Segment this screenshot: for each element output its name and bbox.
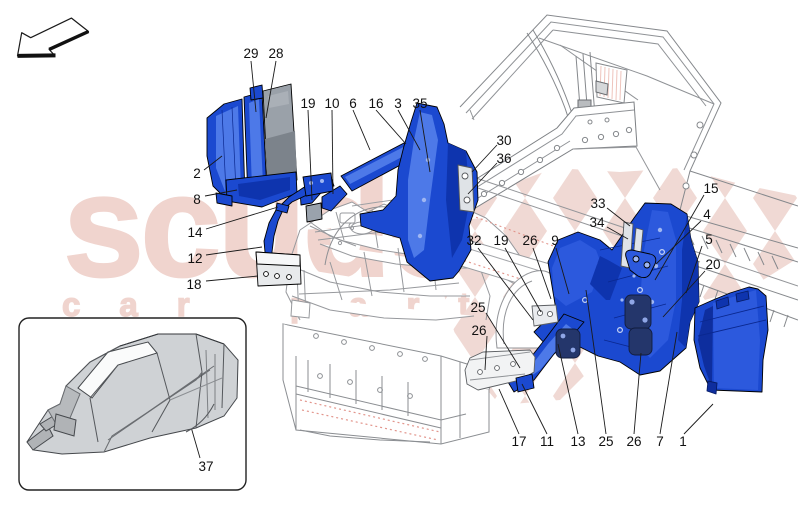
svg-text:36: 36 <box>496 151 511 166</box>
svg-text:16: 16 <box>368 96 383 111</box>
svg-text:30: 30 <box>496 133 511 148</box>
svg-text:26: 26 <box>626 434 641 449</box>
svg-text:10: 10 <box>324 96 339 111</box>
svg-text:19: 19 <box>300 96 315 111</box>
svg-text:32: 32 <box>466 233 481 248</box>
svg-text:34: 34 <box>589 215 605 230</box>
svg-text:25: 25 <box>598 434 613 449</box>
svg-text:5: 5 <box>705 232 713 247</box>
svg-text:25: 25 <box>470 300 485 315</box>
svg-text:9: 9 <box>551 233 559 248</box>
svg-text:26: 26 <box>471 323 486 338</box>
svg-text:26: 26 <box>522 233 537 248</box>
svg-text:29: 29 <box>243 46 258 61</box>
svg-text:14: 14 <box>187 225 203 240</box>
svg-text:20: 20 <box>705 257 720 272</box>
svg-text:12: 12 <box>187 251 202 266</box>
svg-text:6: 6 <box>349 96 357 111</box>
svg-text:33: 33 <box>590 196 605 211</box>
svg-text:19: 19 <box>493 233 508 248</box>
svg-text:37: 37 <box>198 459 213 474</box>
svg-text:11: 11 <box>540 434 554 449</box>
svg-text:7: 7 <box>656 434 664 449</box>
svg-text:28: 28 <box>268 46 283 61</box>
svg-text:13: 13 <box>570 434 585 449</box>
svg-text:4: 4 <box>703 207 711 222</box>
svg-text:15: 15 <box>703 181 718 196</box>
svg-text:17: 17 <box>511 434 526 449</box>
svg-text:1: 1 <box>679 434 687 449</box>
svg-text:35: 35 <box>412 96 427 111</box>
svg-text:2: 2 <box>193 166 201 181</box>
svg-text:18: 18 <box>186 277 201 292</box>
svg-text:3: 3 <box>394 96 402 111</box>
svg-text:8: 8 <box>193 192 201 207</box>
